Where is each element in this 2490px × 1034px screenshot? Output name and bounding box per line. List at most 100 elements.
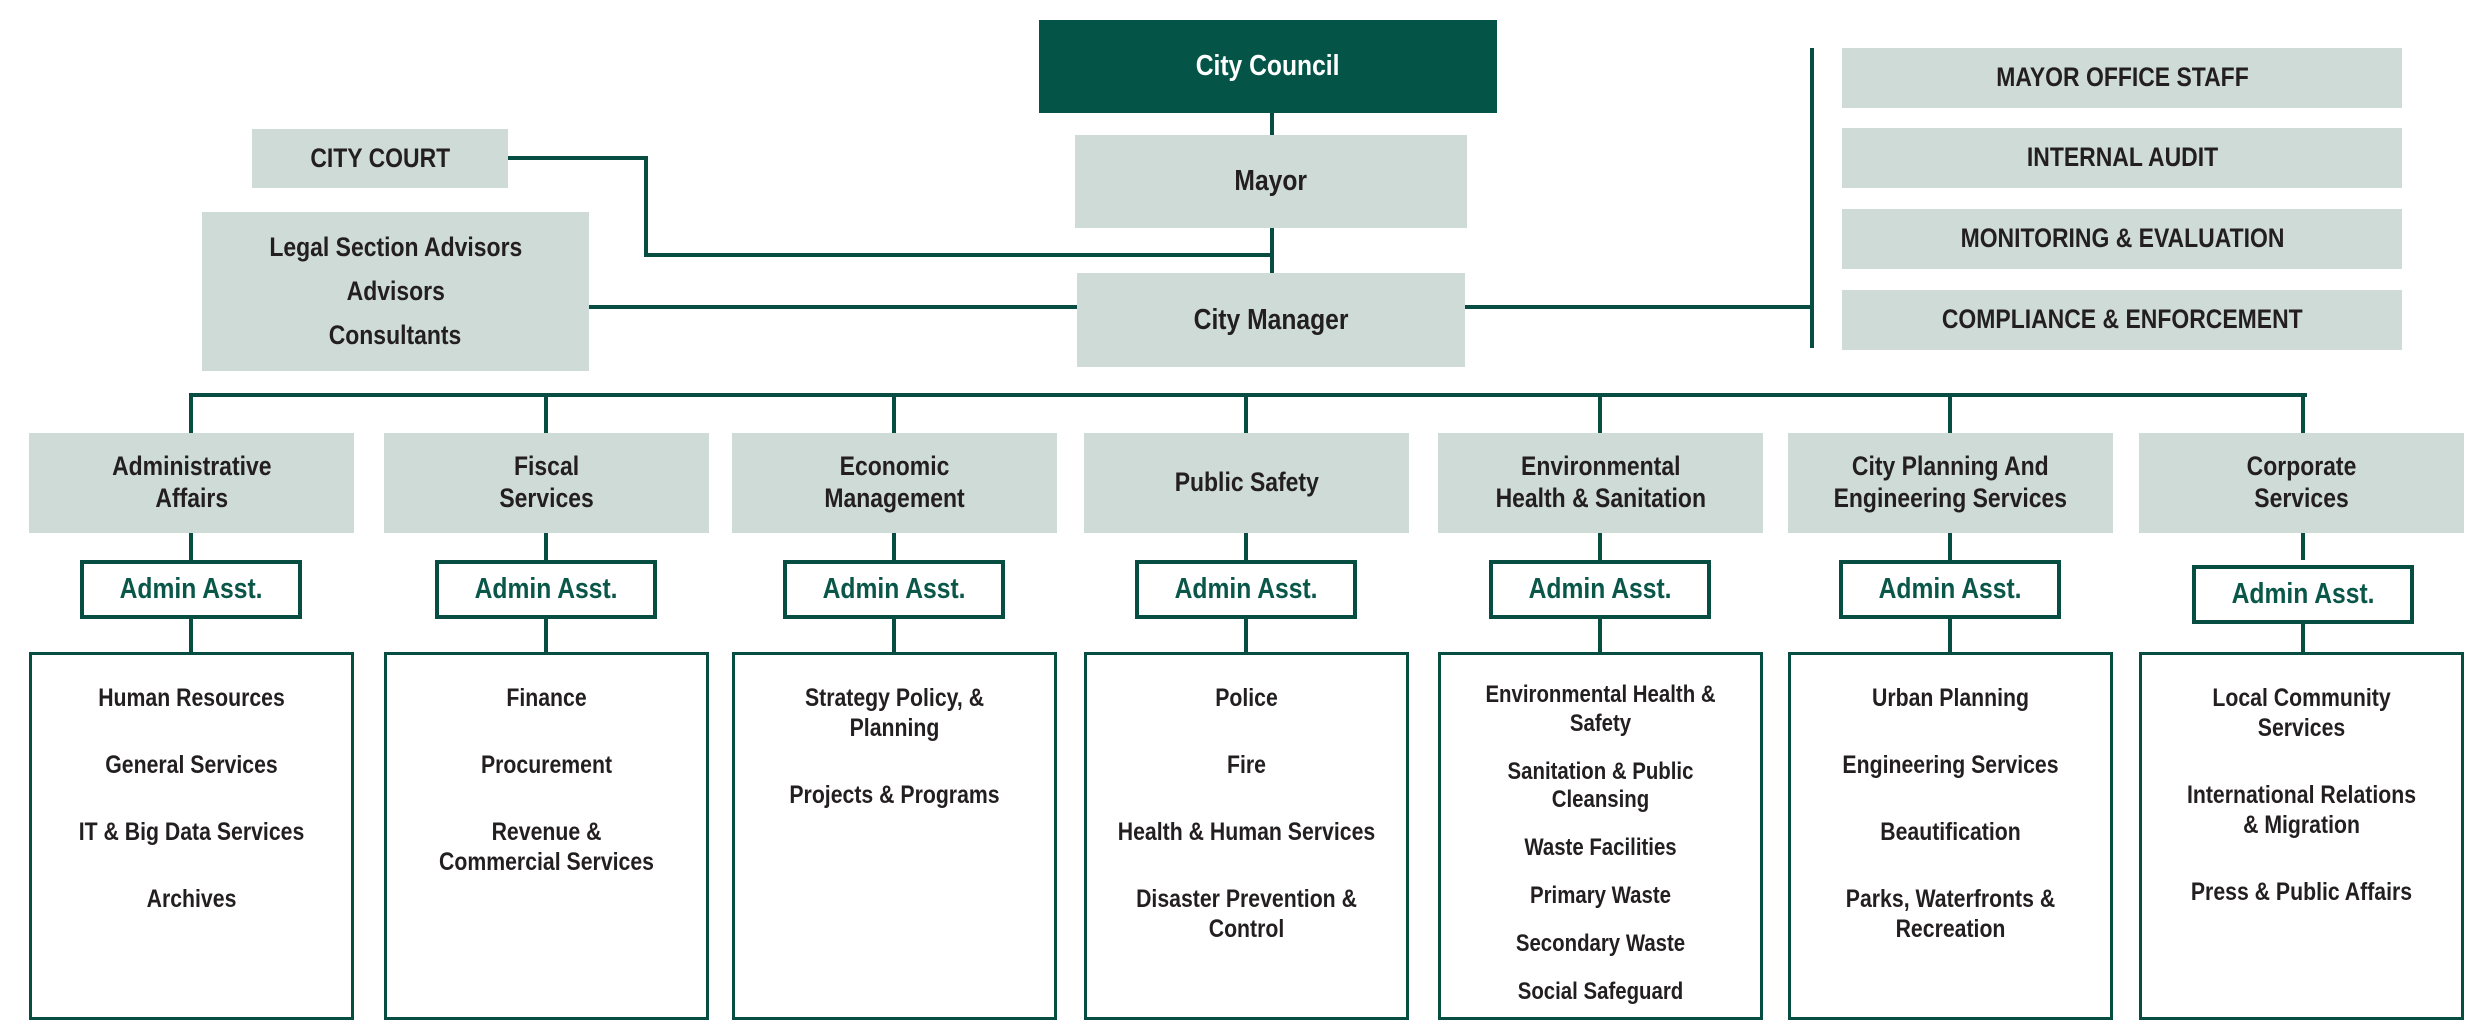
node-city-manager: City Manager <box>1077 273 1465 367</box>
unit-item: Local Community Services <box>2212 684 2391 742</box>
connector-admin-list-4 <box>1244 619 1248 652</box>
connector-dept-admin-2 <box>544 533 548 560</box>
admin-asst-box-3: Admin Asst. <box>783 560 1005 619</box>
node-internal-audit-label: INTERNAL AUDIT <box>2026 142 2218 173</box>
admin-asst-label: Admin Asst. <box>822 573 966 606</box>
admin-asst-box-5: Admin Asst. <box>1489 560 1711 619</box>
unit-item: IT & Big Data Services <box>78 818 305 846</box>
admin-asst-box-2: Admin Asst. <box>435 560 657 619</box>
connector-admin-list-6 <box>1948 619 1952 652</box>
admin-asst-label: Admin Asst. <box>1174 573 1318 606</box>
connector-admin-list-1 <box>189 619 193 652</box>
unit-item: Health & Human Services <box>1117 818 1376 846</box>
node-mayor: Mayor <box>1075 135 1467 228</box>
dept-header-corporate-services: Corporate Services <box>2139 433 2464 533</box>
node-city-court: CITY COURT <box>252 129 508 188</box>
connector-dept-admin-3 <box>892 533 896 560</box>
unit-item: Police <box>1215 684 1278 712</box>
unit-item: Archives <box>146 885 237 913</box>
node-city-manager-label: City Manager <box>1193 303 1349 336</box>
dept-header-label: Economic Management <box>824 451 965 513</box>
dept-header-fiscal-services: Fiscal Services <box>384 433 709 533</box>
node-compliance-enforcement-label: COMPLIANCE & ENFORCEMENT <box>1941 304 2303 335</box>
unit-item: Finance <box>506 684 587 712</box>
connector-citycourt-stub <box>508 156 648 160</box>
connector-bus-dept-3 <box>892 393 896 433</box>
node-monitoring-evaluation: MONITORING & EVALUATION <box>1842 209 2402 269</box>
unit-item: Revenue & Commercial Services <box>439 818 654 876</box>
connector-dept-admin-7 <box>2301 533 2305 560</box>
dept-header-label: Fiscal Services <box>499 451 594 513</box>
node-city-court-label: CITY COURT <box>310 142 450 173</box>
dept-header-label: Public Safety <box>1174 467 1319 498</box>
dept-header-economic-management: Economic Management <box>732 433 1057 533</box>
dept-header-city-planning-engineering: City Planning And Engineering Services <box>1788 433 2113 533</box>
unit-item: Primary Waste <box>1530 881 1671 909</box>
dept-header-label: Corporate Services <box>2246 451 2357 513</box>
admin-asst-box-7: Admin Asst. <box>2192 565 2414 624</box>
connector-staff-spine <box>1810 48 1814 348</box>
dept-header-administrative-affairs: Administrative Affairs <box>29 433 354 533</box>
dept-header-environmental-health-sanitation: Environmental Health & Sanitation <box>1438 433 1763 533</box>
connector-advisors-to-citymanager <box>589 305 1077 309</box>
advisors-line: Legal Section Advisors <box>269 231 522 262</box>
admin-asst-box-6: Admin Asst. <box>1839 560 2061 619</box>
dept-header-label: City Planning And Engineering Services <box>1833 451 2068 513</box>
unit-item: International Relations & Migration <box>2186 781 2417 839</box>
dept-header-public-safety: Public Safety <box>1084 433 1409 533</box>
connector-admin-list-3 <box>892 619 896 652</box>
node-internal-audit: INTERNAL AUDIT <box>1842 128 2402 188</box>
node-compliance-enforcement: COMPLIANCE & ENFORCEMENT <box>1842 290 2402 350</box>
connector-dept-admin-6 <box>1948 533 1952 560</box>
connector-admin-list-7 <box>2301 619 2305 652</box>
unit-item: Waste Facilities <box>1524 834 1677 862</box>
connector-department-bus <box>191 393 2307 397</box>
connector-bus-dept-5 <box>1598 393 1602 433</box>
unit-item: Urban Planning <box>1871 684 2030 712</box>
advisors-line: Advisors <box>346 275 445 306</box>
unit-item: Projects & Programs <box>789 781 1000 809</box>
unit-item: Sanitation & Public Cleansing <box>1507 757 1694 814</box>
unit-item: Engineering Services <box>1842 751 2059 779</box>
unit-item: General Services <box>105 751 278 779</box>
admin-asst-box-4: Admin Asst. <box>1135 560 1357 619</box>
unit-item: Secondary Waste <box>1515 929 1686 957</box>
connector-mayor-citymanager <box>1270 228 1274 273</box>
unit-item: Parks, Waterfronts & Recreation <box>1845 885 2056 943</box>
dept-header-label: Administrative Affairs <box>111 451 272 513</box>
connector-admin-list-2 <box>544 619 548 652</box>
connector-citycourt-drop <box>644 156 648 257</box>
admin-asst-box-1: Admin Asst. <box>80 560 302 619</box>
unit-item: Social Safeguard <box>1517 977 1684 1005</box>
connector-citymanager-to-staff <box>1465 305 1814 309</box>
unit-item: Press & Public Affairs <box>2190 878 2413 906</box>
dept-header-label: Environmental Health & Sanitation <box>1495 451 1706 513</box>
connector-bus-dept-6 <box>1948 393 1952 433</box>
advisors-line: Consultants <box>329 320 462 351</box>
connector-bus-dept-4 <box>1244 393 1248 433</box>
connector-bus-dept-7 <box>2301 393 2305 433</box>
unit-item: Procurement <box>480 751 613 779</box>
unit-item: Beautification <box>1880 818 2021 846</box>
connector-council-mayor <box>1270 113 1274 135</box>
connector-bus-dept-1 <box>189 393 193 433</box>
connector-dept-admin-1 <box>189 533 193 560</box>
node-mayor-label: Mayor <box>1234 165 1308 198</box>
connector-dept-admin-4 <box>1244 533 1248 560</box>
admin-asst-label: Admin Asst. <box>2231 578 2375 611</box>
connector-dept-admin-5 <box>1598 533 1602 560</box>
connector-citycourt-to-axis <box>644 253 1274 257</box>
connector-admin-list-5 <box>1598 619 1602 652</box>
admin-asst-label: Admin Asst. <box>474 573 618 606</box>
connector-bus-dept-2 <box>544 393 548 433</box>
unit-item: Human Resources <box>98 684 285 712</box>
